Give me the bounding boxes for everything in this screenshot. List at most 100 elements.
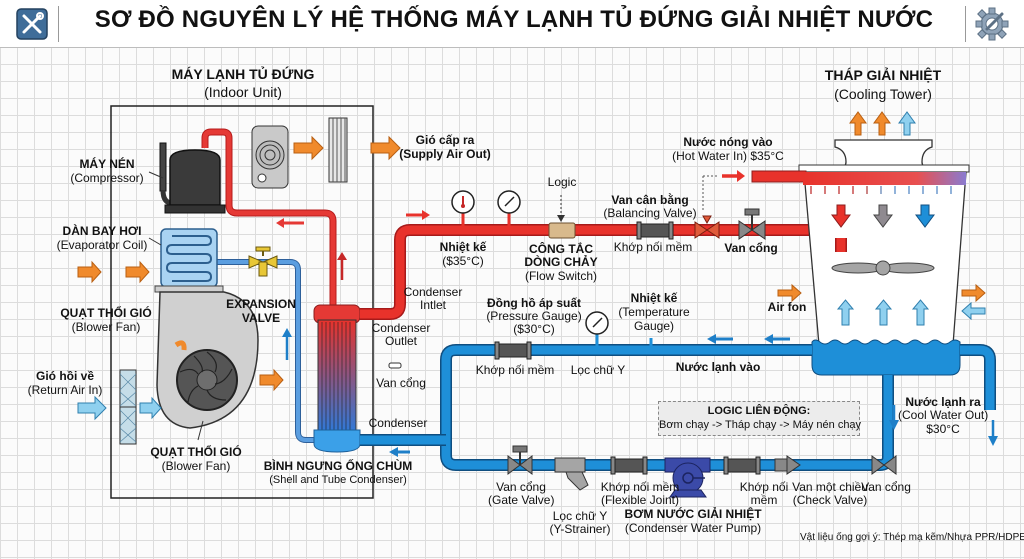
header: SƠ ĐỒ NGUYÊN LÝ HỆ THỐNG MÁY LẠNH TỦ ĐỨN…	[0, 0, 1024, 48]
exhaust-arrow	[873, 111, 891, 136]
air-arrow-in	[77, 260, 102, 284]
flow-arrow-up-blue	[282, 328, 292, 337]
cool-water-out-pipe	[960, 345, 995, 410]
temperature-gauge-label: Nhiệt kế	[630, 291, 678, 305]
thermometer-value: ($35°C)	[442, 254, 484, 268]
flexible-joint-icon	[494, 341, 532, 360]
gate-valve-left-sublabel: (Gate Valve)	[488, 493, 555, 507]
y-strainer-top-label: Lọc chữ Y	[570, 363, 626, 377]
gate-valve-icon	[738, 208, 766, 240]
compressor-sublabel: (Compressor)	[70, 171, 144, 185]
air-arrow	[259, 368, 284, 392]
return-air-label: Gió hồi về	[35, 369, 94, 383]
fan-unit-icon	[251, 125, 289, 189]
blower-label-left: QUẠT THỔI GIÓ	[60, 306, 152, 320]
supply-grille-icon	[328, 117, 348, 183]
cool-out-arrow	[889, 420, 899, 430]
y-strainer-label: Lọc chữ Y	[552, 509, 608, 523]
air-out-arrow	[961, 283, 986, 303]
check-valve-label: Van một chiều	[792, 480, 868, 494]
evaporator-sublabel: (Evaporator Coil)	[56, 238, 148, 252]
gate-valve-left-label: Van cổng	[496, 480, 546, 494]
blower-flange	[154, 285, 224, 293]
temperature-gauge-sublabel-1: (Temperature	[618, 305, 690, 319]
tools-icon[interactable]	[16, 8, 48, 40]
exhaust-arrow	[849, 111, 867, 136]
flexible-joint-icon	[636, 221, 674, 240]
blower-sublabel-left: (Blower Fan)	[71, 320, 141, 334]
cooling-tower-subtitle: (Cooling Tower)	[834, 86, 932, 102]
page-title: SƠ ĐỒ NGUYÊN LÝ HỆ THỐNG MÁY LẠNH TỦ ĐỨN…	[94, 6, 934, 33]
liquid-line	[214, 260, 318, 442]
blower-label-bottom: QUẠT THỔI GIÓ	[150, 445, 242, 459]
shell-tube-condenser-icon	[313, 304, 361, 453]
flexible-joint-right-label-2: mềm	[750, 493, 778, 507]
discharge-pipe	[202, 129, 336, 305]
air-filter-icon	[119, 369, 137, 445]
cold-water-return-pipe	[441, 345, 812, 470]
air-in-arrow	[777, 283, 802, 303]
exhaust-arrow	[898, 111, 916, 136]
cold-flow-arrow	[764, 334, 773, 344]
logic-box-title: LOGIC LIÊN ĐỘNG:	[707, 405, 811, 417]
thermometer-gauge-icon	[451, 190, 475, 228]
thermometer-label: Nhiệt kế	[439, 240, 487, 254]
gate-valve-right-label: Van cổng	[861, 480, 911, 494]
y-strainer-icon	[554, 457, 589, 491]
logic-arrow	[557, 215, 565, 222]
pressure-gauge-value: ($30°C)	[513, 322, 555, 336]
condenser-water-pump-icon	[664, 457, 711, 498]
pressure-gauge-icon	[585, 311, 609, 348]
header-separator-right	[965, 6, 966, 42]
condenser-intlet-2: Intlet	[419, 298, 446, 312]
balancing-valve-sublabel: (Balancing Valve)	[603, 206, 697, 220]
expansion-valve-label-2: VALVE	[241, 311, 281, 325]
flow-switch-sublabel: (Flow Switch)	[524, 269, 597, 283]
pressure-gauge-label: Đồng hồ áp suất	[487, 296, 581, 310]
condenser-sublabel: (Shell and Tube Condenser)	[269, 474, 407, 486]
gear-wrench-icon[interactable]	[975, 7, 1009, 41]
flexible-joint-hot-label: Khớp nối mềm	[613, 240, 693, 254]
cooling-tower-basin	[811, 339, 961, 376]
logic-box-text: Bơm chạy -> Tháp chạy -> Máy nén chạy	[659, 419, 862, 431]
air-arrow-in	[125, 260, 150, 284]
evaporator-coil-icon	[148, 228, 218, 288]
hot-water-in-arrow	[737, 170, 745, 182]
cold-water-in-label: Nước lạnh vào	[675, 360, 761, 374]
flexible-joint-icon	[723, 456, 761, 475]
hot-water-in-label: Nước nóng vào	[683, 135, 773, 149]
flow-switch-label-1: CÔNG TẮC	[529, 242, 593, 256]
air-label: Air fon	[767, 300, 807, 314]
indoor-unit-frame	[110, 105, 374, 499]
cool-water-out-value: $30°C	[926, 422, 960, 436]
expansion-valve-label-1: EXPANSION	[226, 297, 296, 311]
condenser-outlet-2: Outlet	[384, 334, 417, 348]
cold-flow-arrow	[707, 334, 716, 344]
supply-air-label: Gió cấp ra	[415, 133, 475, 147]
temperature-gauge-sublabel-2: Gauge)	[633, 319, 675, 333]
compressor-icon	[148, 142, 226, 214]
cool-water-out-sublabel: (Cool Water Out)	[898, 408, 989, 422]
return-air-arrow	[139, 396, 162, 420]
flow-arrow-up	[337, 252, 347, 260]
condenser-outlet-1: Condenser	[371, 321, 431, 335]
flexible-joint-left-label: Khớp nối mềm	[600, 480, 680, 494]
air-in-arrow	[961, 301, 986, 321]
air-arrow	[293, 135, 324, 161]
return-air-sublabel: (Return Air In)	[27, 383, 103, 397]
condenser-bottom-label: Condenser	[368, 416, 428, 430]
compressor-label: MÁY NÉN	[79, 157, 135, 171]
balancing-valve-icon	[694, 215, 720, 239]
blower-fan-icon	[156, 291, 259, 441]
header-separator-left	[58, 6, 59, 42]
pump-sublabel: (Condenser Water Pump)	[624, 521, 762, 535]
gate-valve-icon	[871, 455, 897, 475]
small-gate-valve-label: Van cổng	[376, 376, 426, 390]
hot-flow-arrow	[422, 210, 430, 220]
y-strainer-sublabel: (Y-Strainer)	[549, 522, 611, 536]
cold-flow-arrow	[389, 447, 398, 457]
expansion-valve-icon	[248, 246, 278, 277]
evaporator-label: DÀN BAY HƠI	[62, 224, 142, 238]
return-air-arrow	[77, 395, 107, 421]
